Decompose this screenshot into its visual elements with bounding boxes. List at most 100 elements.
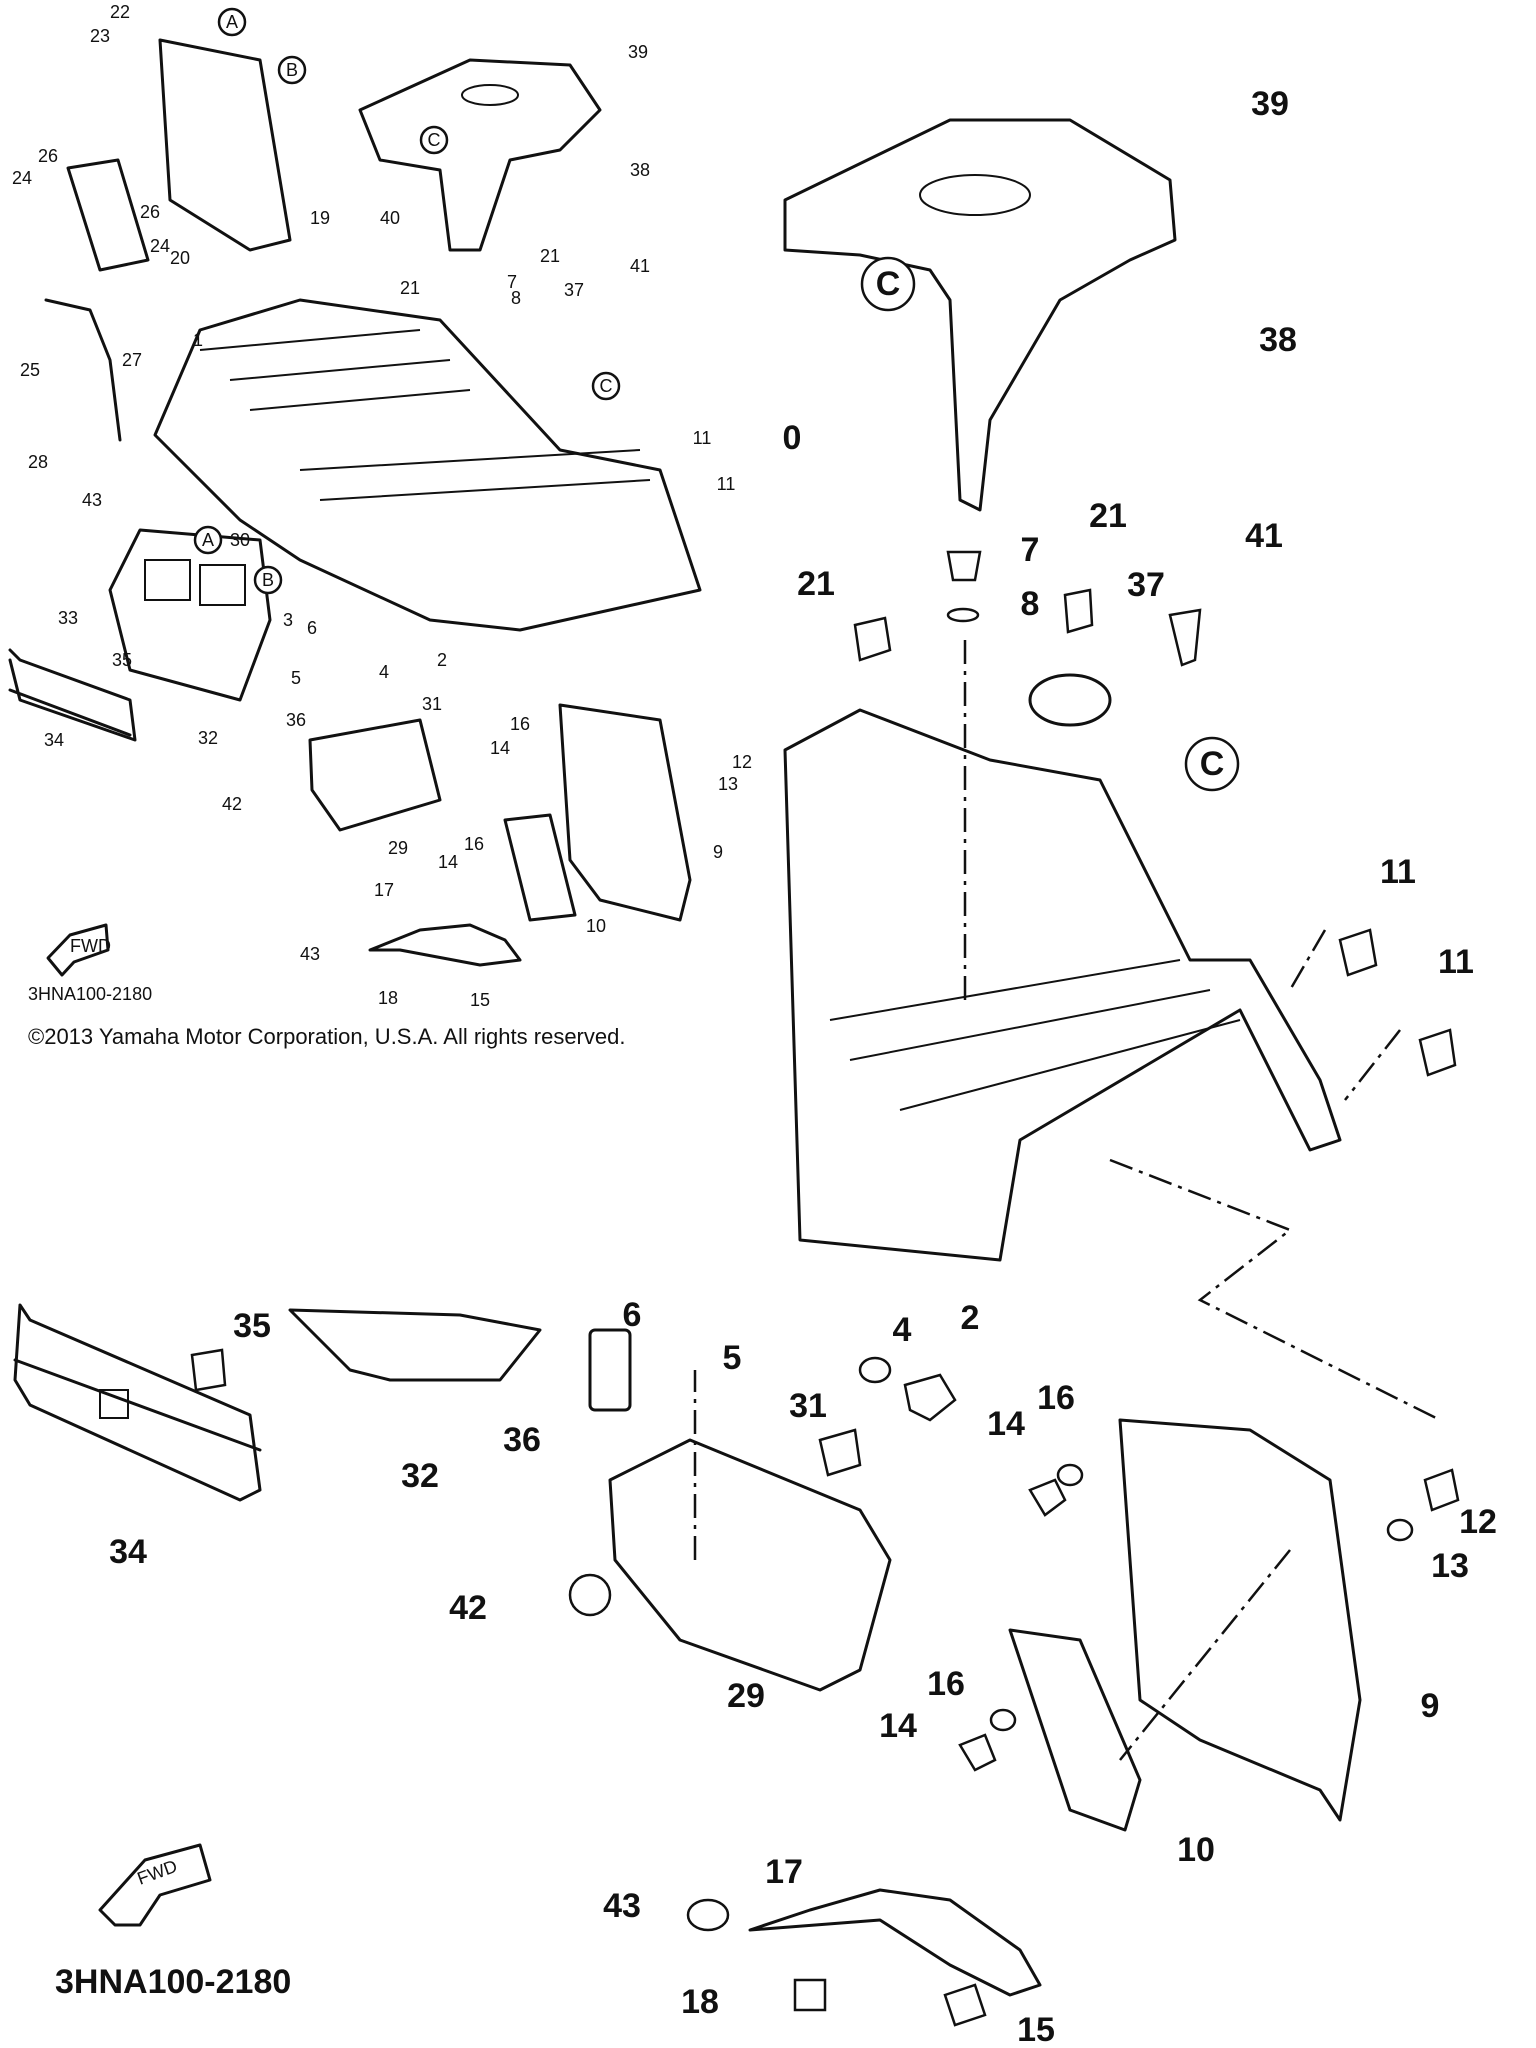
callout-14: 14 [879, 1707, 917, 1745]
callout-circle [277, 55, 307, 85]
callout-22: 22 [110, 2, 130, 22]
part-29-shape [308, 718, 442, 832]
callout-18: 18 [378, 988, 398, 1008]
callout-43: 43 [82, 490, 102, 510]
callout-35: 35 [112, 650, 132, 670]
part-7-shape [946, 550, 982, 582]
callout-1: 1 [193, 330, 203, 350]
part-15-shape [943, 1983, 987, 2027]
callout-16: 16 [464, 834, 484, 854]
part-36-shape [588, 1328, 632, 1412]
callout-9: 9 [1421, 1687, 1440, 1725]
callout-C: C [1200, 745, 1225, 783]
callout-43: 43 [300, 944, 320, 964]
part-29-large-shape [608, 1438, 892, 1692]
part-43-shape [686, 1898, 730, 1932]
part-42-shape [568, 1573, 612, 1617]
callout-5: 5 [291, 668, 301, 688]
callout-38: 38 [630, 160, 650, 180]
part-19-shape [158, 38, 292, 252]
callout-42: 42 [222, 794, 242, 814]
callout-7: 7 [1021, 531, 1040, 569]
part-8-shape [946, 607, 980, 623]
part-37-shape [1028, 673, 1112, 727]
zoom-top-diagram [783, 118, 1457, 1422]
part-38-shape [358, 58, 602, 252]
callout-26: 26 [140, 202, 160, 222]
callout-38: 38 [1259, 321, 1297, 359]
part-32-shape [108, 528, 272, 702]
callout-16: 16 [1037, 1379, 1075, 1417]
part-32-large-shape [288, 1308, 542, 1382]
callout-39: 39 [1251, 85, 1289, 123]
callout-B: B [262, 570, 274, 590]
callout-27: 27 [122, 350, 142, 370]
callout-15: 15 [470, 990, 490, 1010]
callout-24: 24 [12, 168, 32, 188]
part-16-a-shape [1056, 1463, 1084, 1487]
callout-29: 29 [727, 1677, 765, 1715]
callout-14: 14 [987, 1405, 1025, 1443]
part-2-shape [903, 1373, 957, 1422]
callout-24: 24 [150, 236, 170, 256]
part-27-shape [44, 298, 122, 442]
part-20-shape [66, 158, 150, 272]
callout-6: 6 [623, 1296, 642, 1334]
callout-0: 0 [783, 419, 802, 457]
callout-36: 36 [503, 1421, 541, 1459]
part-14-b-shape [958, 1733, 997, 1772]
callout-18: 18 [681, 1983, 719, 2021]
callout-13: 13 [1431, 1547, 1469, 1585]
callout-21: 21 [797, 565, 835, 603]
callout-10: 10 [1177, 1831, 1215, 1869]
part-17-large-shape [748, 1888, 1042, 1997]
callout-11: 11 [717, 474, 736, 494]
callout-42: 42 [449, 1589, 487, 1627]
zoom-bottom-diagram: FWD 3HNA100-2180 [13, 1303, 1460, 2027]
callout-30: 30 [230, 530, 250, 550]
callout-31: 31 [789, 1387, 827, 1425]
callout-11: 11 [1438, 943, 1474, 981]
callout-21: 21 [1089, 497, 1127, 535]
callout-35: 35 [233, 1307, 271, 1345]
part-10-shape [503, 813, 577, 922]
part-1-shape [153, 298, 702, 632]
callout-A: A [226, 12, 238, 32]
part-4-shape [858, 1356, 892, 1384]
fwd-label-small: FWD [70, 936, 111, 956]
callout-circle [193, 525, 223, 555]
callout-34: 34 [44, 730, 64, 750]
callout-2: 2 [437, 650, 447, 670]
callout-17: 17 [374, 880, 394, 900]
callout-C: C [428, 130, 441, 150]
callout-11: 11 [1380, 853, 1416, 891]
part-34-shape [8, 648, 137, 742]
callout-circle [253, 565, 283, 595]
part-18-shape [793, 1978, 827, 2012]
callout-5: 5 [723, 1339, 742, 1377]
fwd-arrow-small-icon [46, 923, 110, 977]
callout-31: 31 [422, 694, 442, 714]
callout-32: 32 [198, 728, 218, 748]
callout-40: 40 [380, 208, 400, 228]
part-31-shape [818, 1428, 862, 1477]
callout-37: 37 [564, 280, 584, 300]
callout-3: 3 [283, 610, 293, 630]
part-1-large-shape [783, 708, 1342, 1262]
part-38-large-shape [783, 118, 1177, 512]
callout-circle [1184, 736, 1240, 792]
callout-7: 7 [507, 272, 517, 292]
part-21-b-shape [1063, 588, 1094, 634]
callout-12: 12 [732, 752, 752, 772]
callout-8: 8 [1021, 585, 1040, 623]
part-12-shape [1423, 1468, 1460, 1512]
callout-C: C [600, 376, 613, 396]
overview-diagram: FWD 3HNA100-2180 [8, 38, 702, 1004]
callout-21: 21 [400, 278, 420, 298]
callout-B: B [286, 60, 298, 80]
callout-41: 41 [1245, 517, 1283, 555]
diagram-code-large: 3HNA100-2180 [55, 1963, 291, 2001]
callout-29: 29 [388, 838, 408, 858]
